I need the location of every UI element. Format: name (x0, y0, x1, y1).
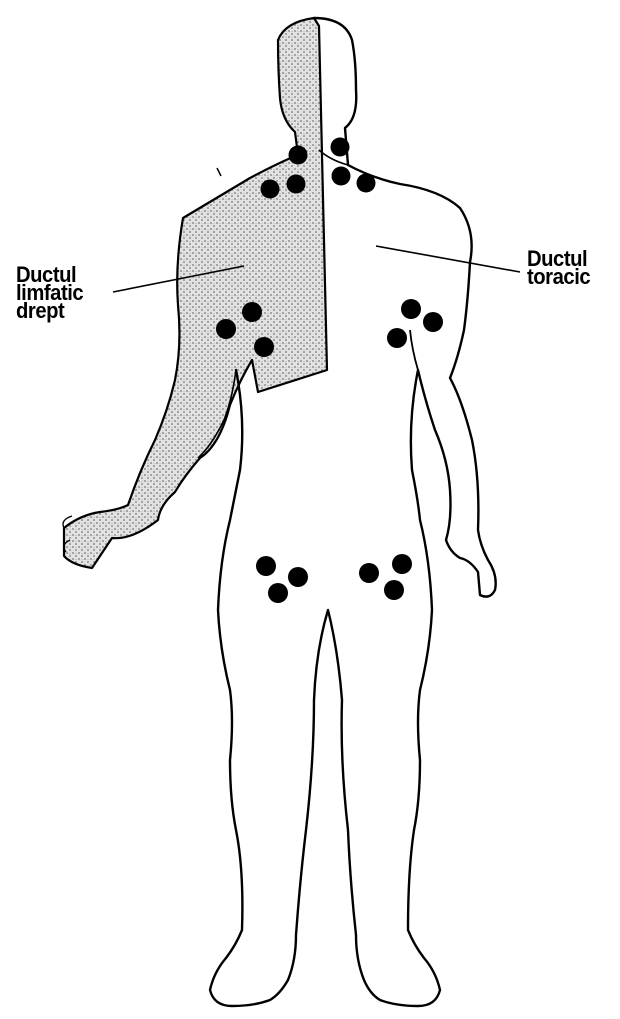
lymph-node (216, 319, 236, 339)
lymph-node (357, 174, 376, 193)
lymph-node (242, 302, 262, 322)
lymph-nodes-cervical-left (331, 138, 376, 193)
right-lymphatic-duct-label: Ductul limfatic drept (16, 266, 83, 320)
lymph-node (287, 175, 306, 194)
lymph-node (332, 167, 351, 186)
lymph-node (254, 337, 274, 357)
lymph-node (401, 299, 421, 319)
lymph-node (261, 180, 280, 199)
thoracic-duct-label: Ductul toracic (527, 250, 590, 286)
lymph-node (423, 312, 443, 332)
thoracic-duct-leader-line (376, 246, 520, 272)
lymph-nodes-inguinal-left (359, 554, 412, 600)
left-arm-inner-contour (410, 330, 418, 370)
lymph-node (268, 583, 288, 603)
lymph-nodes-inguinal-right (256, 556, 308, 603)
lymph-node (331, 138, 350, 157)
lymph-nodes-axillary-left (387, 299, 443, 348)
lymph-node (392, 554, 412, 574)
right-duct-drainage-region (64, 18, 327, 568)
lymph-node (384, 580, 404, 600)
lymph-node (387, 328, 407, 348)
lymph-node (256, 556, 276, 576)
lymph-node (359, 563, 379, 583)
lymph-node (288, 567, 308, 587)
stray-mark (217, 168, 221, 176)
body-outline (210, 18, 496, 1006)
label-line: toracic (527, 268, 590, 286)
lymph-node (289, 146, 308, 165)
